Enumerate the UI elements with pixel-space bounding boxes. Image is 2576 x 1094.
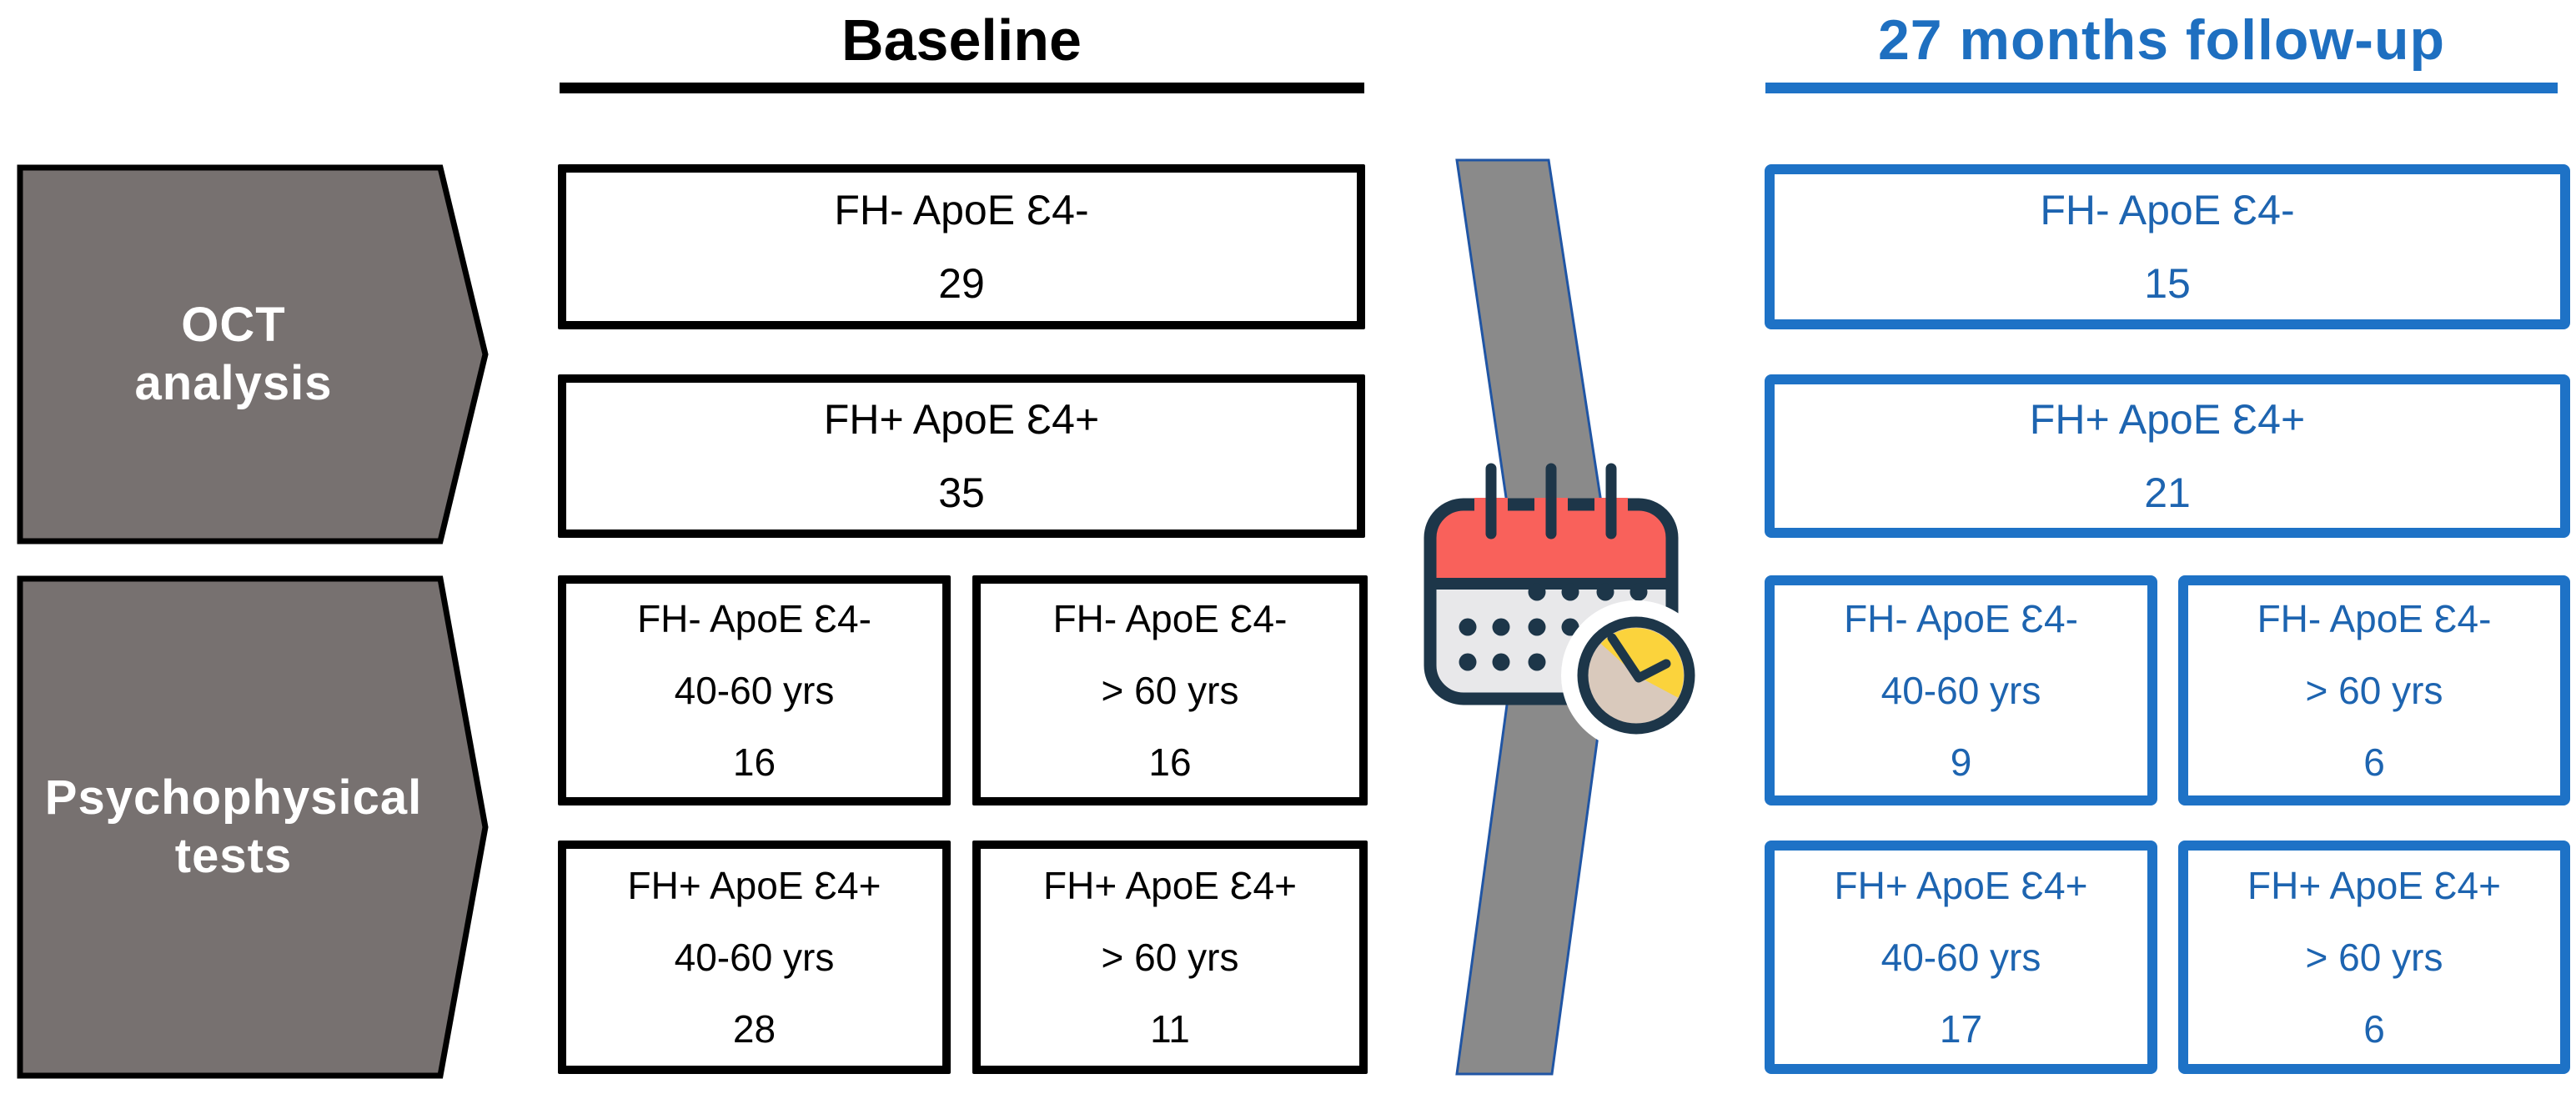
oct-label-line2: analysis: [134, 356, 333, 410]
group-age: > 60 yrs: [2305, 936, 2443, 979]
group-count: 17: [1939, 1007, 1983, 1051]
followup-oct-box-1: FH- ApoE Ɛ4- 15: [1765, 164, 2570, 329]
followup-oct-box-2: FH+ ApoE Ɛ4+ 21: [1765, 374, 2570, 538]
group-count: 21: [2144, 469, 2191, 516]
psycho-label-line1: Psychophysical: [44, 770, 423, 825]
group-label: FH- ApoE Ɛ4-: [637, 597, 871, 640]
group-label: FH- ApoE Ɛ4-: [2040, 187, 2295, 233]
group-label: FH- ApoE Ɛ4-: [1844, 597, 2078, 640]
oct-label-line1: OCT: [181, 298, 286, 352]
group-label: FH+ ApoE Ɛ4+: [2247, 864, 2501, 907]
calendar-clock-icon: [1424, 463, 1711, 750]
baseline-column-title: Baseline: [841, 8, 1082, 73]
group-age: 40-60 yrs: [674, 669, 835, 712]
group-age: > 60 yrs: [1101, 936, 1239, 979]
baseline-title-underline: [560, 83, 1364, 93]
baseline-psycho-box-2: FH- ApoE Ɛ4- > 60 yrs 16: [972, 575, 1368, 805]
group-count: 6: [2363, 1007, 2385, 1051]
psycho-label-line2: tests: [174, 829, 293, 883]
group-count: 28: [732, 1007, 776, 1051]
group-label: FH+ ApoE Ɛ4+: [1834, 864, 2088, 907]
group-label: FH- ApoE Ɛ4-: [1052, 597, 1288, 640]
group-age: 40-60 yrs: [1881, 669, 2041, 712]
group-count: 16: [1148, 740, 1192, 784]
group-label: FH+ ApoE Ɛ4+: [1043, 864, 1297, 907]
baseline-oct-box-2: FH+ ApoE Ɛ4+ 35: [558, 374, 1365, 538]
group-count: 15: [2144, 260, 2191, 307]
baseline-oct-box-1: FH- ApoE Ɛ4- 29: [558, 164, 1365, 329]
followup-psycho-box-3: FH+ ApoE Ɛ4+ 40-60 yrs 17: [1765, 841, 2157, 1074]
baseline-psycho-box-3: FH+ ApoE Ɛ4+ 40-60 yrs 28: [558, 841, 951, 1074]
group-count: 9: [1950, 740, 1972, 784]
followup-psycho-box-4: FH+ ApoE Ɛ4+ > 60 yrs 6: [2178, 841, 2570, 1074]
followup-psycho-box-2: FH- ApoE Ɛ4- > 60 yrs 6: [2178, 575, 2570, 805]
group-age: 40-60 yrs: [674, 936, 835, 979]
baseline-psycho-box-4: FH+ ApoE Ɛ4+ > 60 yrs 11: [972, 841, 1368, 1074]
group-label: FH+ ApoE Ɛ4+: [823, 396, 1100, 443]
followup-title-underline: [1765, 83, 2558, 93]
clock-hands: [1607, 633, 1671, 683]
group-label: FH- ApoE Ɛ4-: [2257, 597, 2492, 640]
psychophysical-tests-label: Psychophysical tests: [17, 575, 450, 1079]
oct-analysis-label: OCT analysis: [17, 164, 450, 544]
group-label: FH+ ApoE Ɛ4+: [2029, 396, 2306, 443]
group-label: FH- ApoE Ɛ4-: [834, 187, 1089, 233]
right-arrow-shape: [17, 164, 489, 544]
group-age: 40-60 yrs: [1881, 936, 2041, 979]
group-count: 11: [1150, 1007, 1190, 1051]
group-age: > 60 yrs: [2305, 669, 2443, 712]
followup-psycho-box-1: FH- ApoE Ɛ4- 40-60 yrs 9: [1765, 575, 2157, 805]
group-count: 35: [938, 469, 985, 516]
group-age: > 60 yrs: [1101, 669, 1239, 712]
baseline-psycho-box-1: FH- ApoE Ɛ4- 40-60 yrs 16: [558, 575, 951, 805]
group-count: 29: [938, 260, 985, 307]
group-count: 6: [2363, 740, 2385, 784]
group-count: 16: [732, 740, 776, 784]
group-label: FH+ ApoE Ɛ4+: [627, 864, 881, 907]
right-arrow-shape: [17, 575, 489, 1079]
row-label-oct-analysis: OCT analysis: [17, 164, 489, 544]
followup-column-title: 27 months follow-up: [1877, 8, 2446, 72]
row-label-psychophysical-tests: Psychophysical tests: [17, 575, 489, 1079]
